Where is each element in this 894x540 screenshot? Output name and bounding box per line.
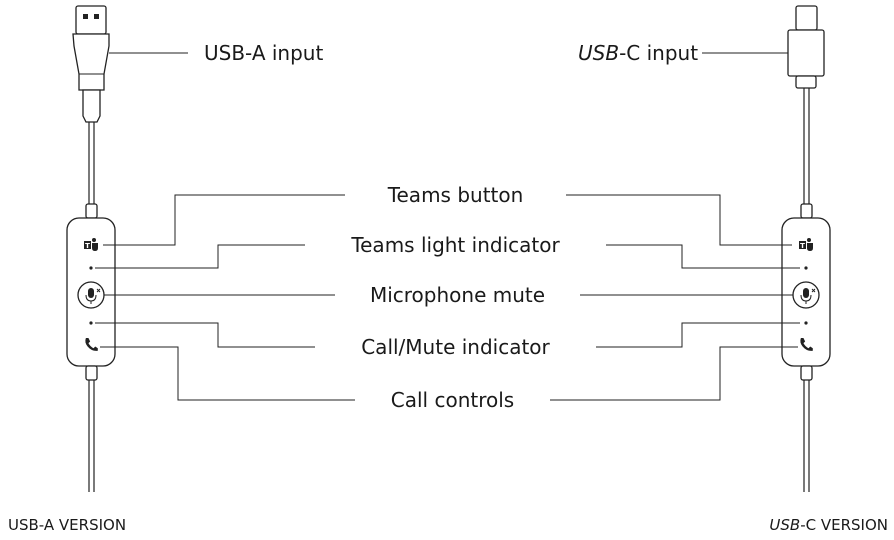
microphone-mute-icon[interactable]: [77, 281, 105, 309]
phone-icon[interactable]: [800, 338, 813, 351]
usb-c-version-caption-suffix: -C VERSION: [800, 516, 888, 534]
teams-light-indicator-label: Teams light indicator: [350, 233, 560, 257]
usb-c-input-label: USB-C input: [578, 41, 698, 65]
microphone-mute-label: Microphone mute: [370, 283, 545, 307]
teams-icon: T: [84, 238, 98, 251]
usb-c-version-caption: USB-C VERSION: [769, 516, 888, 534]
phone-icon[interactable]: [85, 338, 98, 351]
call-mute-indicator-label: Call/Mute indicator: [361, 335, 550, 359]
teams-light-indicator-dot: [804, 266, 808, 270]
microphone-mute-icon[interactable]: [792, 281, 820, 309]
svg-text:T: T: [800, 242, 805, 250]
call-controls-label: Call controls: [391, 388, 514, 412]
teams-light-indicator-dot: [89, 266, 93, 270]
usb-c-input-label-suffix: -C input: [619, 41, 698, 65]
leader-lines: [95, 52, 800, 401]
usb-c-version-caption-prefix: USB: [769, 516, 800, 534]
usb-a-plug: [75, 5, 107, 35]
usb-a-cable: T: [66, 5, 116, 492]
usb-c-cable: T: [781, 5, 831, 492]
svg-text:T: T: [85, 242, 90, 250]
teams-button-label: Teams button: [387, 183, 524, 207]
usb-a-version-caption: USB-A VERSION: [8, 516, 126, 534]
call-mute-indicator-dot: [89, 321, 93, 325]
call-mute-indicator-dot: [804, 321, 808, 325]
usb-a-input-label: USB-A input: [204, 41, 323, 65]
teams-icon: T: [799, 238, 813, 251]
usb-c-input-label-prefix: USB: [578, 41, 619, 65]
usb-c-plug: [795, 5, 818, 31]
